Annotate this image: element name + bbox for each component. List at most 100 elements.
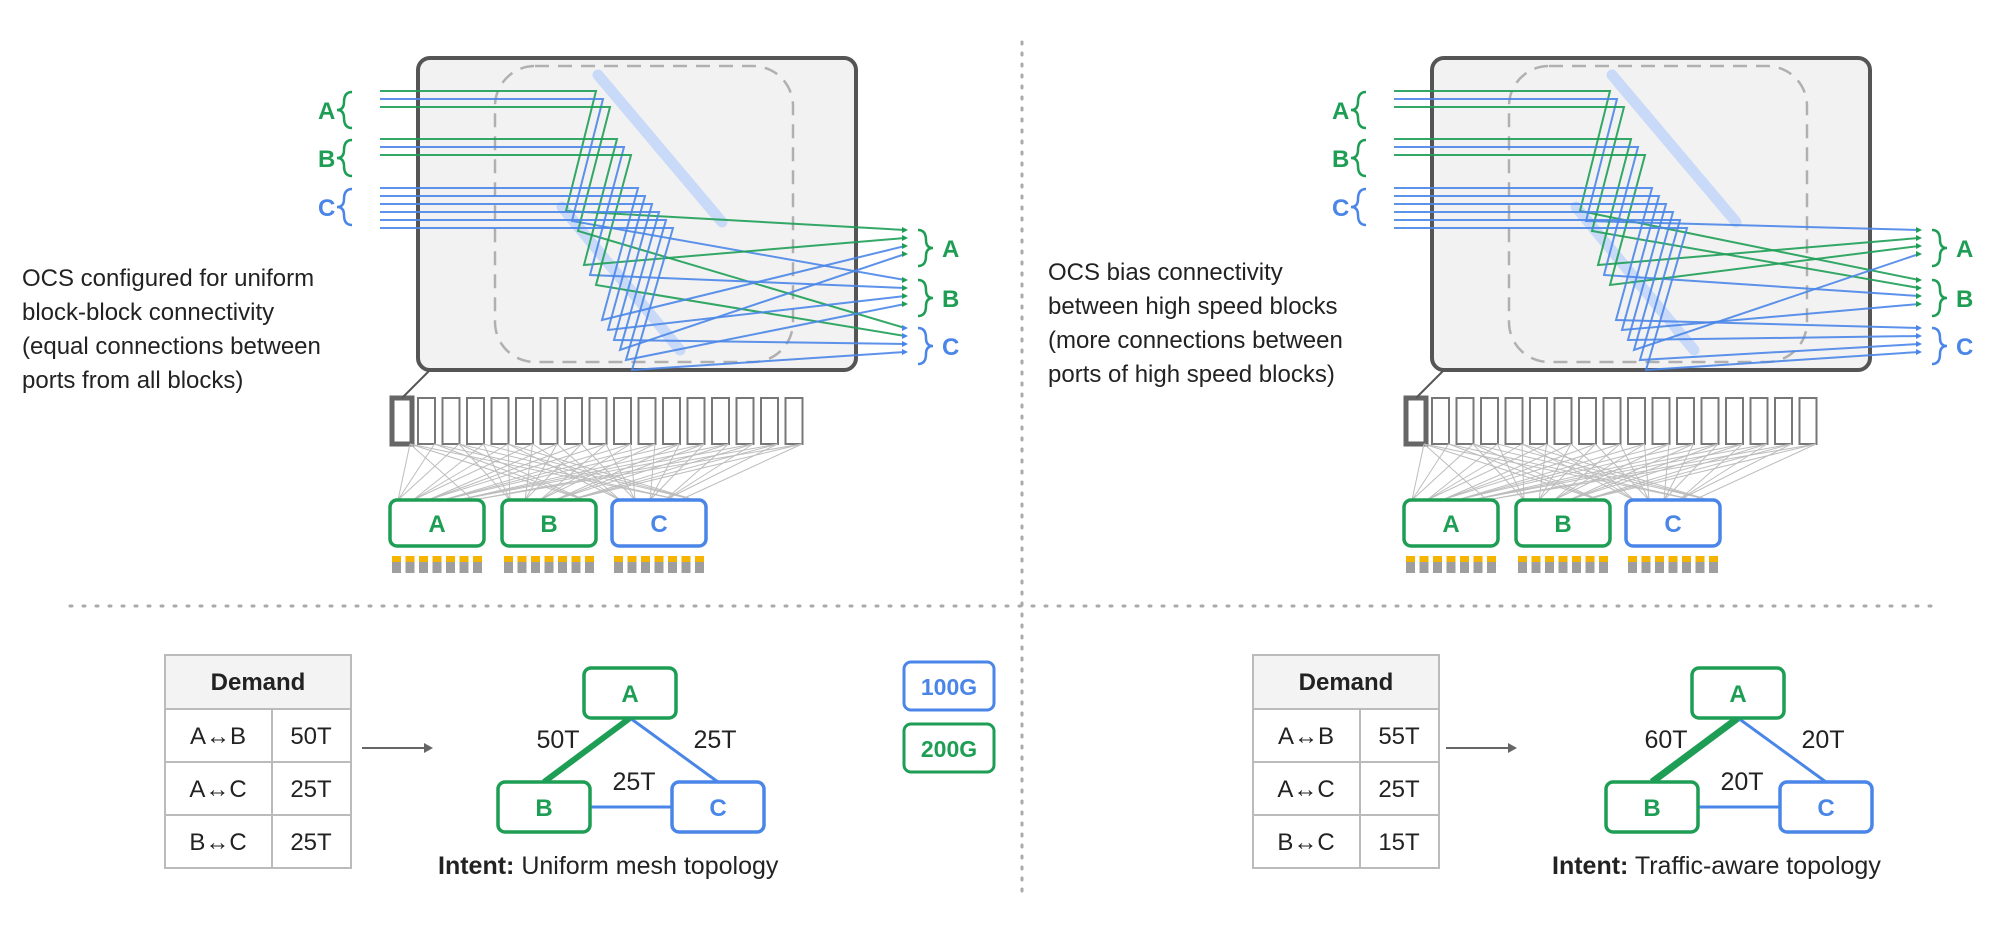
fanout-line (409, 443, 681, 501)
ocs-port (1798, 397, 1818, 445)
ocs-port (1627, 397, 1646, 445)
server-link-top (1628, 556, 1637, 562)
fanout-line (581, 443, 636, 501)
topology-node-label: B (1643, 795, 1660, 822)
server-link-top (1668, 556, 1678, 562)
ocs-port (1455, 397, 1475, 445)
beam-arrowhead (1916, 243, 1922, 249)
fanout-line (442, 443, 656, 501)
panel-dividers (68, 40, 1942, 895)
ocs-port (613, 397, 632, 445)
fanout-line (457, 443, 729, 501)
ocs-port-row (417, 397, 804, 445)
input-group-label: A (1332, 98, 1349, 125)
fanout-line (1441, 443, 1621, 501)
ocs-port (1602, 397, 1622, 445)
fanout-line (1538, 443, 1547, 501)
fanout-line (1423, 443, 1695, 501)
fanout-line (1486, 443, 1792, 501)
beam-arrowhead (902, 235, 908, 241)
beam-arrowhead (902, 325, 908, 331)
demand-pair-cell (164, 761, 273, 816)
output-group-label: B (942, 286, 959, 313)
fanout-line (1456, 443, 1670, 501)
server-port (585, 562, 594, 573)
port-fanout-lines (397, 443, 803, 501)
fanout-line (427, 443, 607, 501)
server-link-top (392, 556, 401, 562)
ocs-caption-line: ports from all blocks) (22, 367, 243, 394)
beam-arrowhead (902, 285, 908, 291)
server-port (668, 562, 677, 573)
aggregation-block-label: A (428, 511, 445, 538)
fanout-line (458, 443, 586, 501)
server-port (1460, 562, 1469, 573)
output-brace (917, 278, 934, 318)
server-link-top (1558, 556, 1568, 562)
fanout-line (1411, 443, 1449, 501)
server-port (504, 562, 513, 573)
ocs-port (662, 397, 681, 445)
mirror-array-top (592, 69, 728, 228)
demand-pair: A↔C (189, 776, 246, 803)
fanout-line (472, 443, 778, 501)
input-group-label: B (1332, 146, 1349, 173)
demand-value: 25T (1378, 776, 1420, 803)
demand-pair-cell (1252, 708, 1361, 763)
fanout-line (1568, 443, 1743, 501)
output-group-label: A (942, 236, 959, 263)
fanout-line (397, 443, 435, 501)
output-brace (1931, 278, 1948, 318)
fanout-line (1456, 443, 1694, 501)
server-link-top (405, 556, 415, 562)
server-port (1695, 562, 1705, 573)
ocs-port (1529, 397, 1548, 445)
server-link-top (1531, 556, 1541, 562)
beam-arrowhead (902, 333, 908, 339)
server-link-top (614, 556, 623, 562)
output-group-label: C (942, 334, 959, 361)
ocs-port (1700, 397, 1720, 445)
fanout-line (412, 443, 509, 501)
topology-node-label: A (621, 681, 638, 708)
beam-path (380, 203, 906, 345)
ocs-port (564, 397, 583, 445)
fanout-line (524, 443, 582, 501)
fanout-line (397, 443, 411, 501)
port-callout-line (401, 369, 431, 399)
server-link-top (1585, 556, 1595, 562)
aggregation-block (1402, 498, 1500, 548)
output-brace (917, 228, 934, 268)
beam-path (1394, 90, 1920, 281)
ocs-port (466, 397, 485, 445)
fanout-line (457, 443, 705, 501)
fanout-line (1619, 443, 1650, 501)
ocs-port (637, 397, 657, 445)
topology-edge-ab (1649, 715, 1741, 785)
fanout-line (1521, 443, 1635, 501)
demand-value: 15T (1378, 829, 1420, 856)
server-link-top (571, 556, 581, 562)
beam-path (1394, 187, 1920, 329)
ocs-caption-line: between high speed blocks (1048, 293, 1338, 320)
server-port (1668, 562, 1678, 573)
topology-node-label: C (1817, 795, 1834, 822)
server-link-top (544, 556, 554, 562)
aggregation-block (1514, 498, 1612, 548)
fanout-line (1441, 443, 1596, 501)
fanout-line (1411, 443, 1474, 501)
topology-node (1604, 780, 1700, 834)
ocs-caption-line: ports of high speed blocks) (1048, 361, 1335, 388)
input-group-label: B (318, 146, 335, 173)
fanout-line (1568, 443, 1719, 501)
fanout-line (427, 443, 582, 501)
fanout-line (412, 443, 533, 501)
demand-pair: A↔C (1277, 776, 1334, 803)
fanout-line (483, 443, 696, 501)
demand-header: Demand (1299, 669, 1394, 696)
topology-node (582, 666, 678, 720)
beam-path (380, 90, 906, 231)
light-beams (1394, 90, 1920, 372)
demand-value: 55T (1378, 723, 1420, 750)
fanout-line (1448, 443, 1695, 501)
